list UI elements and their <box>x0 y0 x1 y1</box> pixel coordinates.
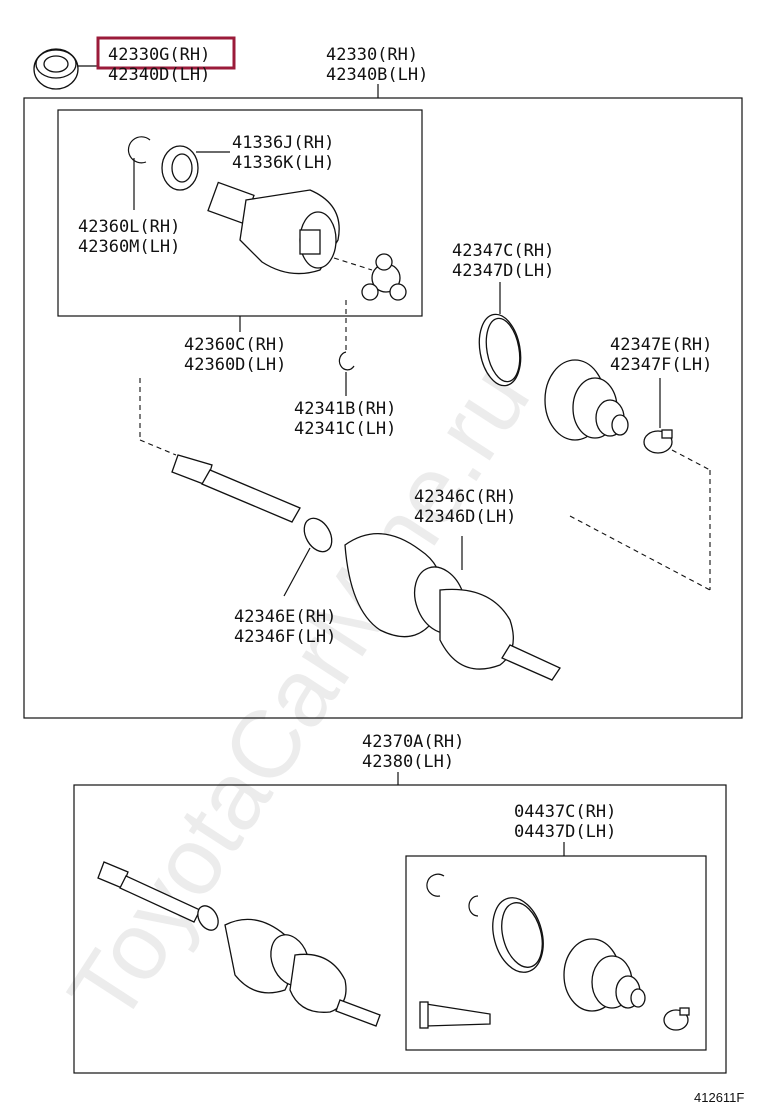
label-42341b[interactable]: 42341B(RH) <box>294 399 396 419</box>
label-41336j[interactable]: 41336J(RH) <box>232 133 334 153</box>
highlight-box[interactable] <box>96 36 236 70</box>
inner-joint-housing-icon <box>207 181 340 275</box>
kit-clip-icon <box>468 895 479 917</box>
shaft-assembly-frame <box>73 784 727 1074</box>
watermark: ToyotaCarMine.ru <box>48 348 550 1042</box>
clip-ring-icon <box>338 351 355 371</box>
label-42360m[interactable]: 42360M(LH) <box>78 237 180 257</box>
seal-part-icon <box>33 48 79 90</box>
label-42347c[interactable]: 42347C(RH) <box>452 241 554 261</box>
label-42330g[interactable]: 42330G(RH) <box>108 45 210 65</box>
label-42360d[interactable]: 42360D(LH) <box>184 355 286 375</box>
label-42360c[interactable]: 42360C(RH) <box>184 335 286 355</box>
boot-kit-frame <box>405 855 707 1051</box>
label-42340b[interactable]: 42340B(LH) <box>326 65 428 85</box>
kit-band-icon <box>492 897 544 973</box>
label-42341c[interactable]: 42341C(LH) <box>294 419 396 439</box>
kit-snap-ring-icon <box>426 873 445 897</box>
label-42346e[interactable]: 42346E(RH) <box>234 607 336 627</box>
label-41336k[interactable]: 41336K(LH) <box>232 153 334 173</box>
tripod-joint-icon <box>361 253 407 301</box>
label-42347f[interactable]: 42347F(LH) <box>610 355 712 375</box>
drive-shaft-2-icon <box>97 861 381 1027</box>
label-04437c[interactable]: 04437C(RH) <box>514 802 616 822</box>
label-42340d[interactable]: 42340D(LH) <box>108 65 210 85</box>
label-42346f[interactable]: 42346F(LH) <box>234 627 336 647</box>
label-42346c[interactable]: 42346C(RH) <box>414 487 516 507</box>
kit-boot-icon <box>563 938 646 1012</box>
inner-ring-icon <box>161 145 199 191</box>
label-42380[interactable]: 42380(LH) <box>362 752 454 772</box>
boot-band-icon <box>478 313 522 387</box>
assembly-frame <box>23 97 743 719</box>
kit-clamp-icon <box>663 1007 690 1031</box>
label-42330[interactable]: 42330(RH) <box>326 45 418 65</box>
label-42360l[interactable]: 42360L(RH) <box>78 217 180 237</box>
label-42347e[interactable]: 42347E(RH) <box>610 335 712 355</box>
label-42370a[interactable]: 42370A(RH) <box>362 732 464 752</box>
boot-clamp-icon <box>643 429 673 454</box>
grease-tube-icon <box>419 1001 491 1029</box>
outer-boot-icon <box>544 359 629 441</box>
figure-code: 412611F <box>694 1090 744 1105</box>
label-42346d[interactable]: 42346D(LH) <box>414 507 516 527</box>
label-04437d[interactable]: 04437D(LH) <box>514 822 616 842</box>
drive-shaft-icon <box>171 454 561 681</box>
label-42347d[interactable]: 42347D(LH) <box>452 261 554 281</box>
snap-ring-icon <box>127 136 151 164</box>
